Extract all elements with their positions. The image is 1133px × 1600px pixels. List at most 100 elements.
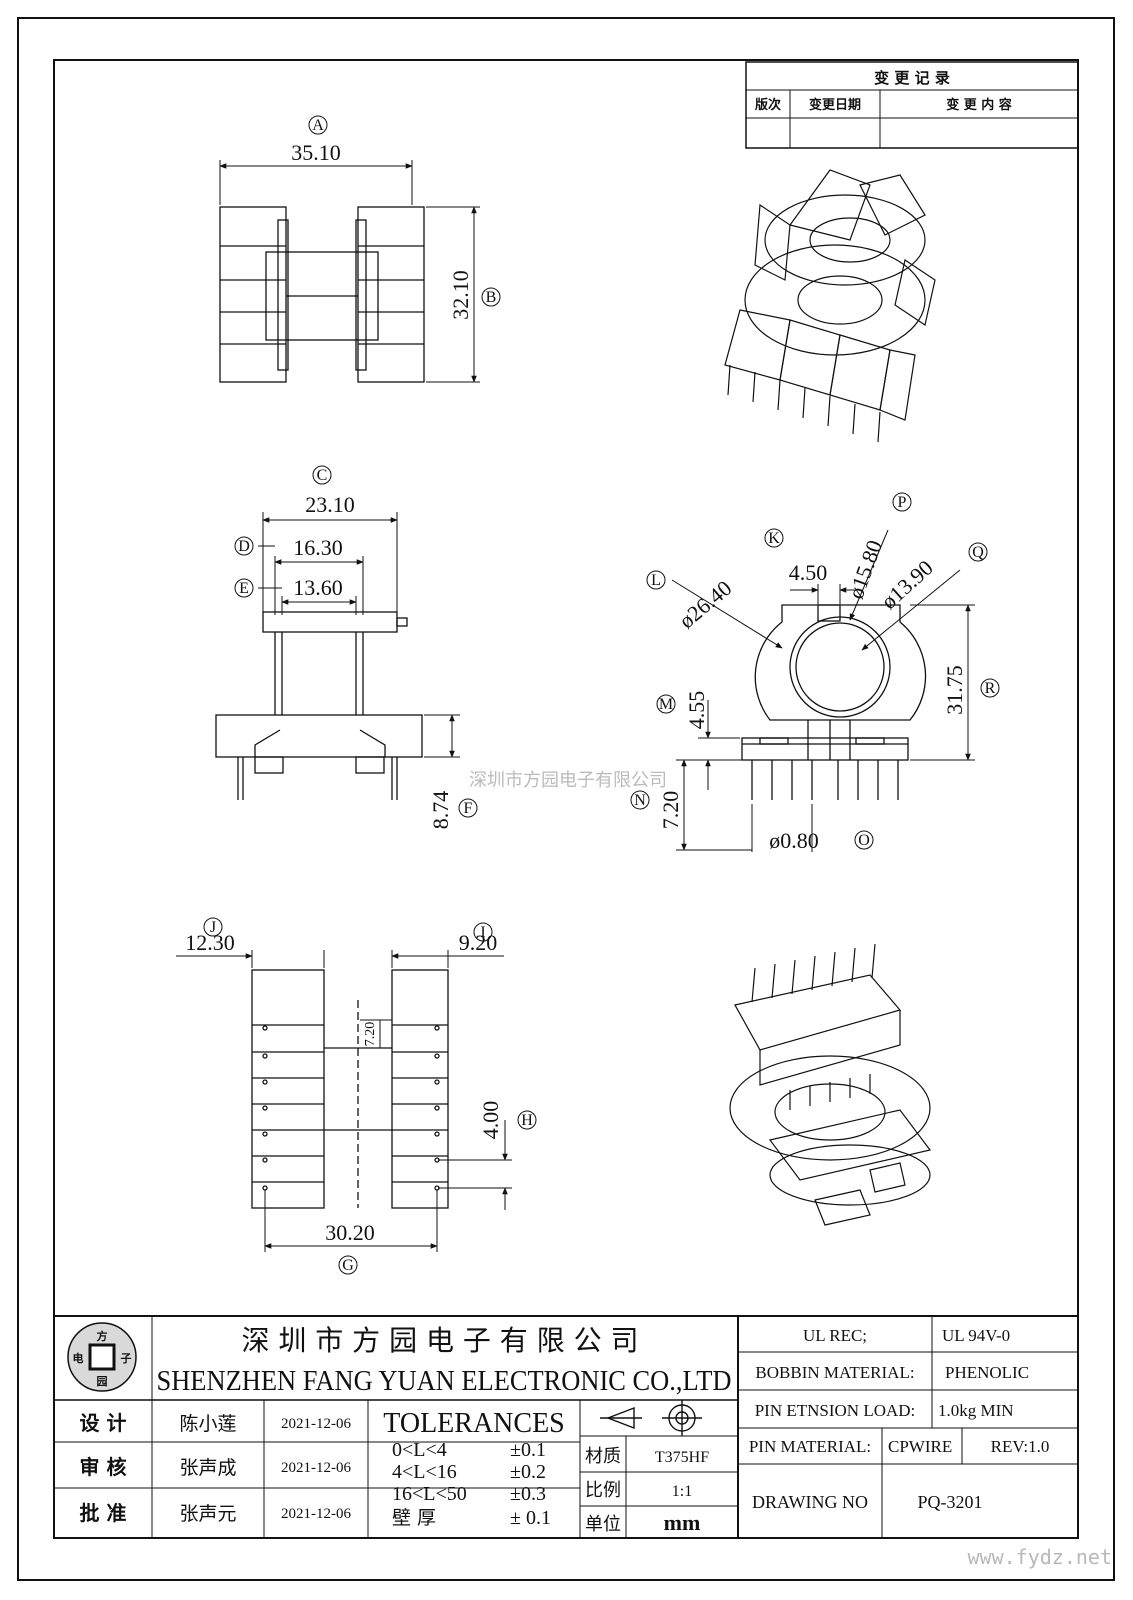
svg-text:R: R — [985, 680, 996, 697]
role-design: 设 计 — [80, 1411, 127, 1435]
dim-f-value: 8.74 — [428, 791, 453, 830]
svg-text:G: G — [342, 1257, 354, 1274]
dim-n-value: 7.20 — [658, 791, 683, 830]
tol-value-1: ±0.1 — [510, 1439, 546, 1461]
iso-view-top — [724, 169, 936, 443]
label-i: I — [473, 922, 493, 942]
site-watermark: www.fydz.net — [968, 1545, 1113, 1569]
dim-d-value: 16.30 — [293, 535, 343, 560]
label-h: H — [517, 1110, 537, 1130]
label-c: C — [312, 465, 332, 485]
bottom-view — [251, 969, 449, 1209]
svg-text:H: H — [521, 1112, 533, 1129]
label-k: K — [764, 528, 784, 548]
revision-value: REV:1.0 — [991, 1437, 1050, 1456]
dim-r-value: 31.75 — [942, 665, 967, 715]
tol-range-4: 壁 厚 — [392, 1507, 436, 1529]
label-m: M — [656, 694, 676, 714]
svg-text:K: K — [768, 530, 780, 547]
svg-text:M: M — [659, 696, 673, 713]
dim-a-lines — [219, 160, 480, 383]
label-b: B — [481, 287, 501, 307]
revision-table — [745, 61, 1079, 149]
label-r: R — [980, 678, 1000, 698]
svg-text:Q: Q — [972, 544, 984, 561]
dim-e-value: 13.60 — [293, 575, 343, 600]
dim-a-value: 35.10 — [291, 140, 341, 165]
watermark: 深圳市方园电子有限公司 — [469, 770, 667, 791]
dim-cdef-lines — [258, 512, 460, 758]
label-a: A — [308, 115, 328, 135]
svg-text:A: A — [312, 117, 324, 134]
rev-header-version: 版次 — [755, 97, 781, 113]
pin-load-value: 1.0kg MIN — [938, 1401, 1014, 1420]
designer-name: 陈小莲 — [179, 1413, 236, 1435]
reviewer-name: 张声成 — [179, 1457, 236, 1479]
review-date: 2021-12-06 — [281, 1460, 351, 1476]
outer-frame — [17, 17, 1115, 1581]
svg-text:电: 电 — [73, 1351, 84, 1365]
tol-value-2: ±0.2 — [510, 1461, 546, 1483]
dim-ghij-lines — [176, 950, 512, 1252]
dim-side-lines — [671, 529, 975, 852]
unit-value: mm — [664, 1510, 701, 1535]
label-j: J — [203, 917, 223, 937]
tol-range-1: 0<L<4 — [392, 1439, 447, 1461]
label-f: F — [458, 798, 478, 818]
rev-header-date: 变更日期 — [809, 97, 861, 113]
material-value: T375HF — [655, 1449, 709, 1466]
iso-view-bottom — [729, 943, 932, 1226]
company-logo: 方 电 子 园 — [67, 1322, 137, 1392]
ul-rec-label: UL REC; — [803, 1326, 867, 1345]
pin-material-value: CPWIRE — [888, 1437, 952, 1456]
svg-text:J: J — [210, 919, 216, 936]
top-view — [219, 206, 425, 383]
drawing-no-value: PQ-3201 — [917, 1492, 982, 1512]
ul-rec-value: UL 94V-0 — [942, 1326, 1010, 1345]
tolerances-title: TOLERANCES — [383, 1408, 565, 1439]
svg-text:园: 园 — [97, 1375, 108, 1388]
svg-text:L: L — [651, 572, 661, 589]
role-approve: 批 准 — [80, 1501, 127, 1525]
scale-value: 1:1 — [672, 1483, 692, 1500]
label-n: N — [630, 790, 650, 810]
svg-text:D: D — [238, 538, 250, 555]
tol-range-2: 4<L<16 — [392, 1461, 457, 1483]
label-d: D — [234, 536, 254, 556]
dim-i-value: 9.20 — [459, 930, 498, 955]
label-e: E — [234, 578, 254, 598]
dimension-labels: A B C D E F G H I J K L M N O P Q R — [203, 115, 1000, 1275]
design-date: 2021-12-06 — [281, 1416, 351, 1432]
svg-text:B: B — [486, 289, 497, 306]
dim-o-value: ø0.80 — [769, 828, 819, 853]
bobbin-material-value: PHENOLIC — [945, 1363, 1029, 1382]
material-label: 材质 — [585, 1446, 621, 1467]
dim-k-value: 4.50 — [789, 560, 828, 585]
svg-text:E: E — [239, 580, 249, 597]
dim-j-value: 12.30 — [185, 930, 235, 955]
title-block-grid — [53, 1315, 1079, 1539]
front-view — [215, 611, 423, 800]
label-q: Q — [968, 542, 988, 562]
dim-b-value: 32.10 — [448, 270, 473, 320]
label-p: P — [892, 492, 912, 512]
svg-text:P: P — [898, 494, 907, 511]
side-view — [741, 604, 927, 800]
pin-load-label: PIN ETNSION LOAD: — [755, 1401, 916, 1420]
role-review: 审 核 — [80, 1455, 127, 1479]
approve-date: 2021-12-06 — [281, 1506, 351, 1522]
company-name-en: SHENZHEN FANG YUAN ELECTRONIC CO.,LTD — [157, 1366, 732, 1397]
company-name-cn: 深 圳 市 方 园 电 子 有 限 公 司 — [241, 1324, 638, 1357]
bobbin-material-label: BOBBIN MATERIAL: — [755, 1363, 914, 1382]
label-l: L — [646, 570, 666, 590]
dim-l-value: ø26.40 — [674, 575, 736, 633]
dim-m-value: 4.55 — [684, 691, 709, 730]
svg-text:方: 方 — [97, 1329, 108, 1343]
revision-table-title: 变 更 记 录 — [874, 69, 950, 87]
svg-text:N: N — [634, 792, 646, 809]
tol-value-3: ±0.3 — [510, 1483, 546, 1505]
svg-text:子: 子 — [121, 1352, 132, 1365]
dim-c-value: 23.10 — [305, 492, 355, 517]
svg-text:F: F — [464, 800, 473, 817]
